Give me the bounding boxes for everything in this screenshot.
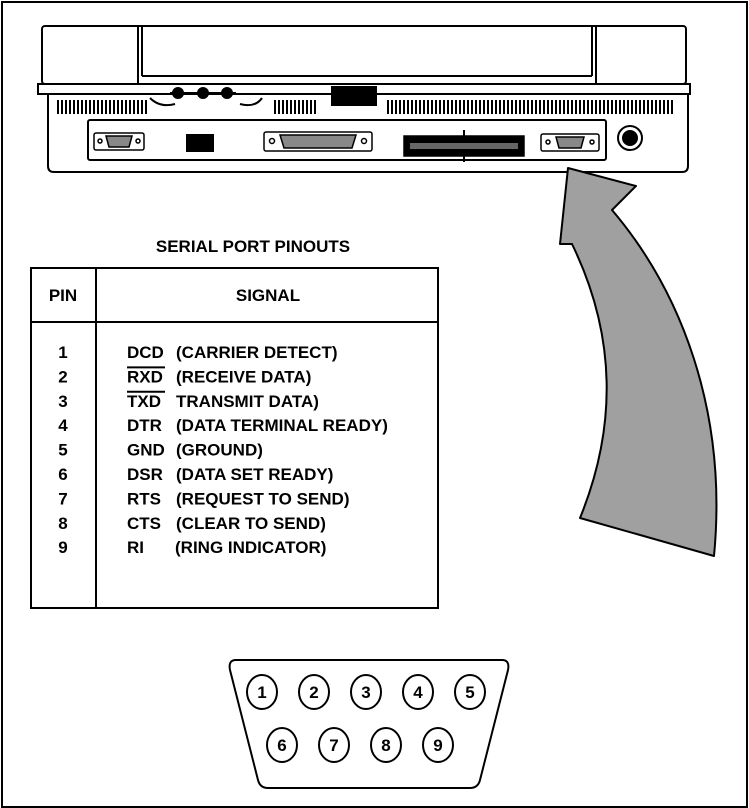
connector-pin-label: 2	[309, 683, 318, 702]
signal-abbr: RXD	[127, 367, 163, 386]
connector-pin	[266, 727, 298, 763]
connector-pin	[422, 727, 454, 763]
signal-description: (RECEIVE DATA)	[176, 367, 311, 386]
dc-power-jack	[617, 125, 643, 151]
pin-number: 5	[58, 441, 67, 460]
signal-description: TRANSMIT DATA)	[176, 392, 319, 411]
connector-pin-label: 4	[413, 683, 423, 702]
table-title: SERIAL PORT PINOUTS	[156, 237, 350, 256]
signal-description: (REQUEST TO SEND)	[176, 489, 349, 508]
pin-number: 8	[58, 514, 67, 533]
connector-pin-label: 3	[361, 683, 370, 702]
connector-pin	[370, 727, 402, 763]
connector-pin-label: 5	[465, 683, 474, 702]
expansion-connector	[403, 130, 525, 162]
connector-pin-label: 9	[433, 736, 442, 755]
signal-description: (CLEAR TO SEND)	[176, 514, 326, 533]
connector-pin	[246, 674, 278, 710]
connector-pin	[298, 674, 330, 710]
pin-number: 2	[58, 367, 67, 386]
pin-number: 7	[58, 489, 67, 508]
power-switch	[331, 86, 377, 106]
connector-pin-label: 8	[381, 736, 390, 755]
connector-pin-label: 6	[277, 736, 286, 755]
signal-abbr: DTR	[127, 416, 162, 435]
signal-abbr: DCD	[127, 343, 164, 362]
connector-pin	[402, 674, 434, 710]
pointer-arrow	[559, 167, 718, 557]
connector-pins: 1 2 3 4 5 6 7 8 9	[246, 674, 486, 763]
pin-number: 9	[58, 538, 67, 557]
signal-description: (DATA TERMINAL READY)	[176, 416, 388, 435]
signal-description: (DATA SET READY)	[176, 465, 333, 484]
ps2-block	[186, 134, 214, 152]
signal-description: (RING INDICATOR)	[175, 538, 326, 557]
pin-number: 6	[58, 465, 67, 484]
signal-description: (CARRIER DETECT)	[176, 343, 338, 362]
signal-abbr: CTS	[127, 514, 161, 533]
vent-slots	[57, 100, 673, 114]
connector-pin-label: 1	[257, 683, 266, 702]
audio-jacks	[149, 87, 263, 107]
serial-port-right	[540, 133, 600, 152]
pinout-rows: 1 DCD (CARRIER DETECT) 2 RXD (RECEIVE DATA) 3 T…	[58, 343, 388, 557]
parallel-port	[263, 131, 373, 152]
pin-number: 4	[58, 416, 68, 435]
header-signal: SIGNAL	[236, 286, 300, 305]
signal-abbr: DSR	[127, 465, 163, 484]
signal-description: (GROUND)	[176, 441, 263, 460]
pinout-table	[30, 267, 439, 609]
signal-abbr: TXD	[127, 392, 161, 411]
signal-abbr: RTS	[127, 489, 161, 508]
pin-number: 3	[58, 392, 67, 411]
header-pin: PIN	[49, 286, 77, 305]
pin-number: 1	[58, 343, 67, 362]
connector-pin	[454, 674, 486, 710]
connector-pin	[318, 727, 350, 763]
serial-port-left	[93, 132, 145, 151]
connector-pin-label: 7	[329, 736, 338, 755]
signal-abbr: RI	[127, 538, 144, 557]
connector-pin	[350, 674, 382, 710]
signal-abbr: GND	[127, 441, 165, 460]
